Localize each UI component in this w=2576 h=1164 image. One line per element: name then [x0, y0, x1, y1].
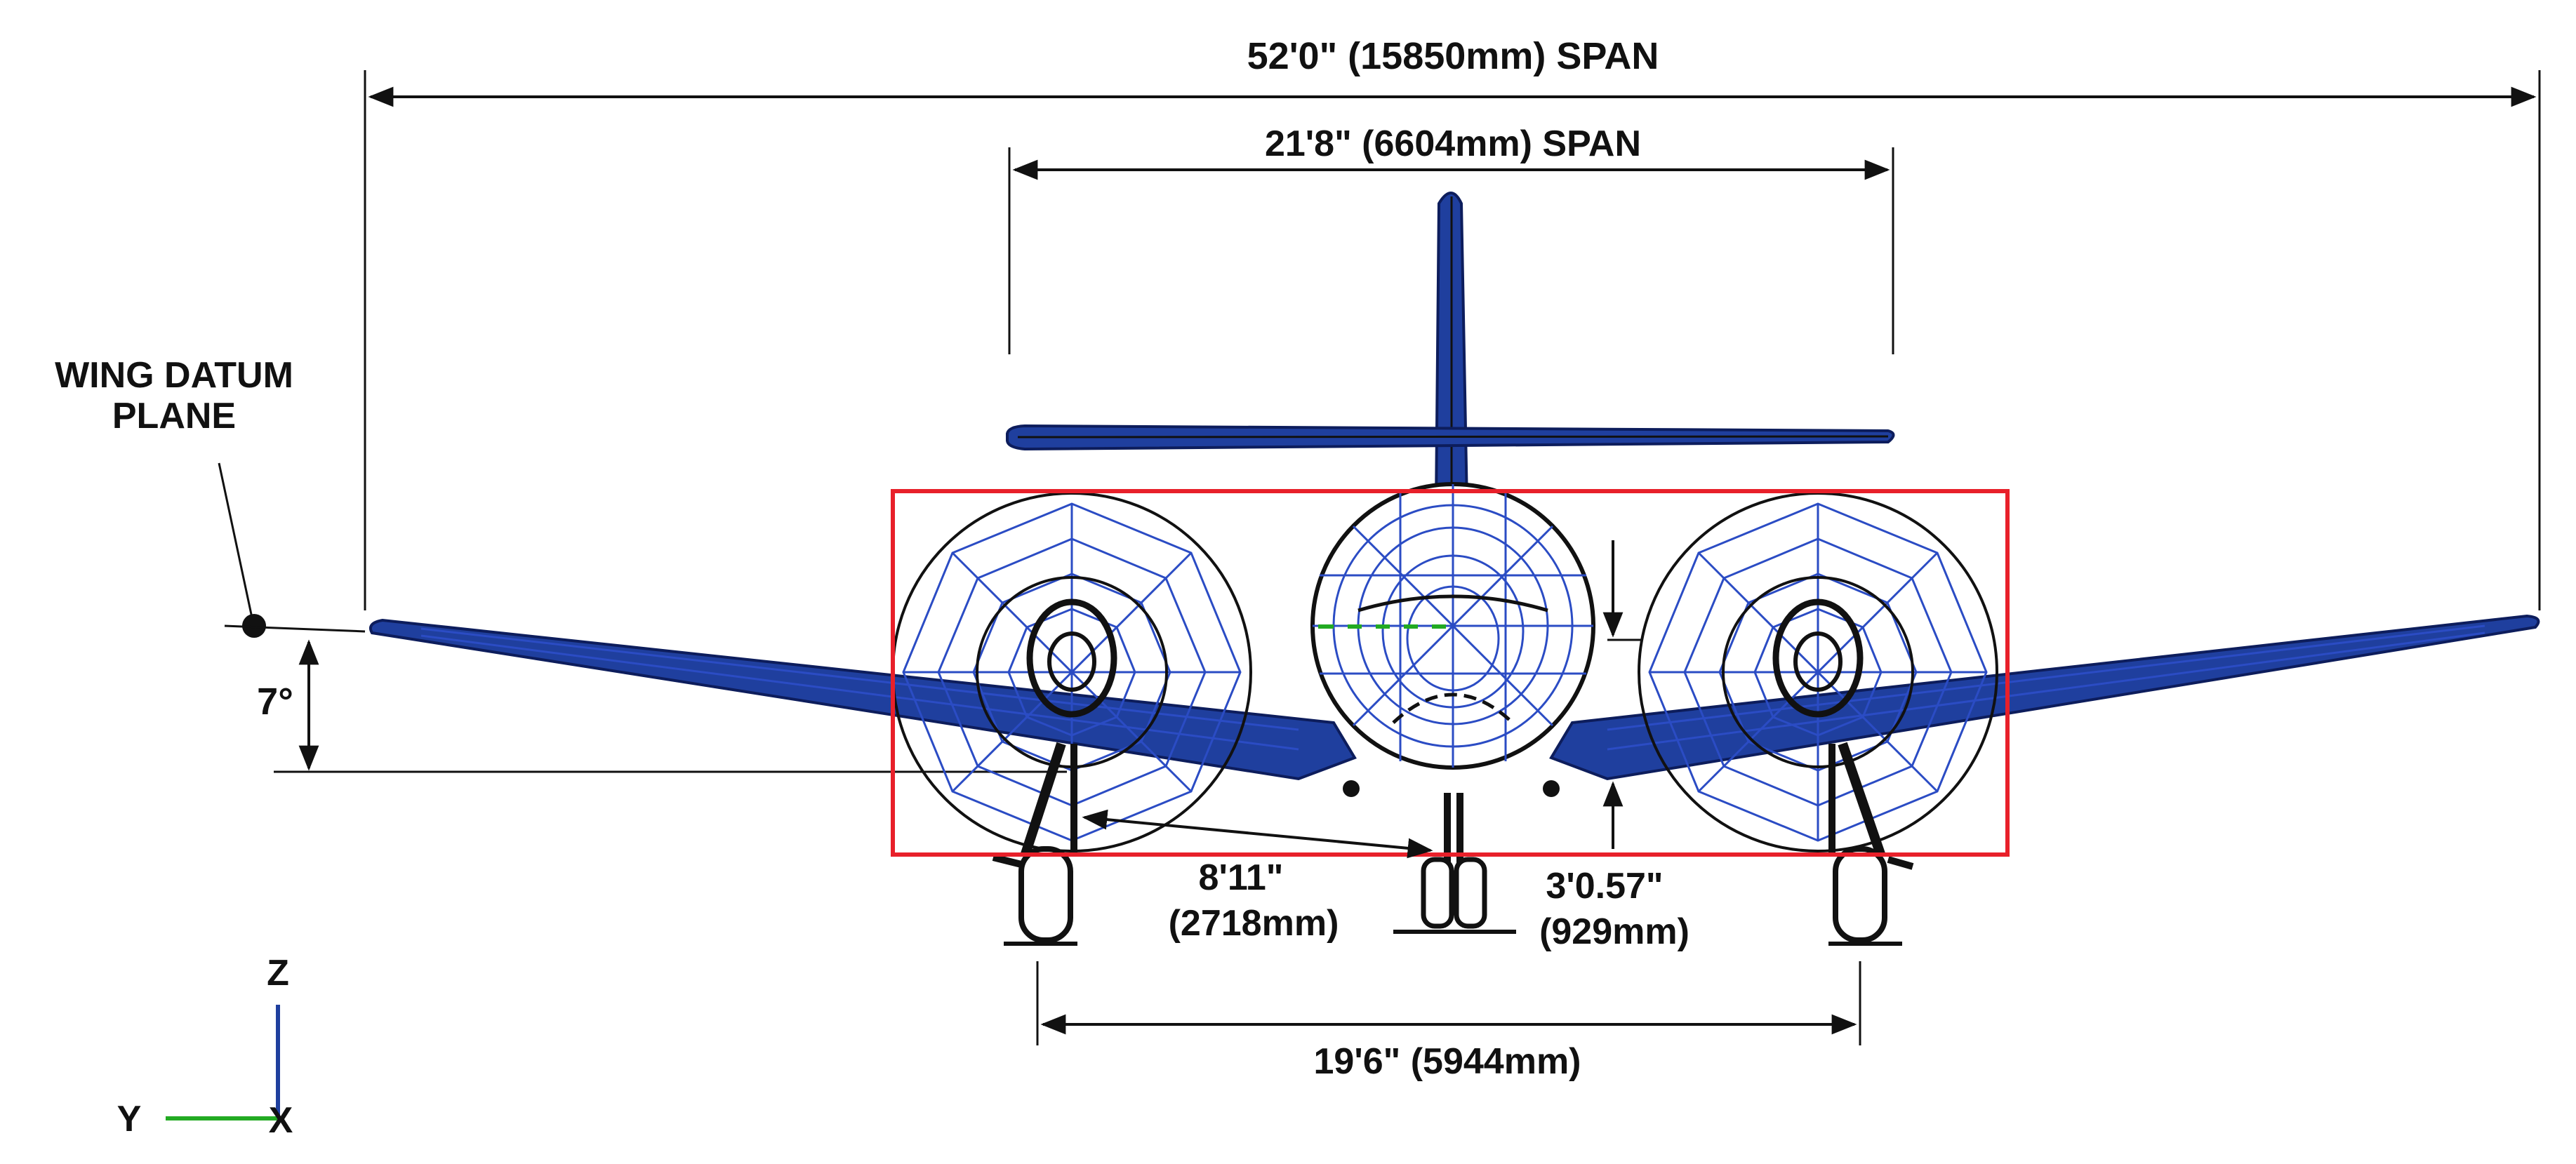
right-main-gear	[1828, 742, 1914, 946]
prop-dimension-label-line2: (2718mm)	[1169, 903, 1339, 944]
ground-clearance-dimension	[1602, 540, 1642, 849]
wing-datum-label-line2: PLANE	[112, 396, 236, 436]
axis-x-label: X	[269, 1100, 293, 1141]
right-propeller-disc	[1638, 492, 1998, 852]
clearance-label-line2: (929mm)	[1539, 911, 1689, 952]
left-main-gear	[992, 742, 1077, 946]
wing-datum-label-line1: WING DATUM	[55, 355, 293, 396]
highlight-box	[891, 489, 2010, 857]
tail-span-label: 21'8" (6604mm) SPAN	[1265, 123, 1641, 164]
fuselage	[1310, 482, 1595, 770]
overall-span-label: 52'0" (15850mm) SPAN	[1247, 35, 1659, 77]
gear-track-dimension	[1036, 961, 1861, 1045]
coordinate-axes	[166, 1005, 280, 1120]
dihedral-label: 7°	[257, 681, 293, 723]
wing-datum-leader	[218, 462, 366, 638]
prop-dimension-label-line1: 8'11"	[1199, 857, 1284, 898]
overall-span-dimension	[364, 70, 2541, 610]
prop-clearance-dimension-line	[1082, 809, 1433, 859]
left-wing	[369, 618, 1357, 781]
axis-z-label: Z	[267, 953, 289, 994]
axis-y-label: Y	[117, 1099, 142, 1139]
tail-span-dimension	[1008, 147, 1894, 354]
dihedral-dimension	[274, 639, 1067, 773]
right-wing	[1549, 614, 2540, 781]
gear-track-label: 19'6" (5944mm)	[1313, 1041, 1581, 1082]
nose-gear	[1343, 780, 1560, 934]
clearance-label-line1: 3'0.57"	[1546, 866, 1663, 907]
horizontal-stabilizer	[1006, 424, 1895, 451]
vertical-tail	[1434, 192, 1469, 507]
